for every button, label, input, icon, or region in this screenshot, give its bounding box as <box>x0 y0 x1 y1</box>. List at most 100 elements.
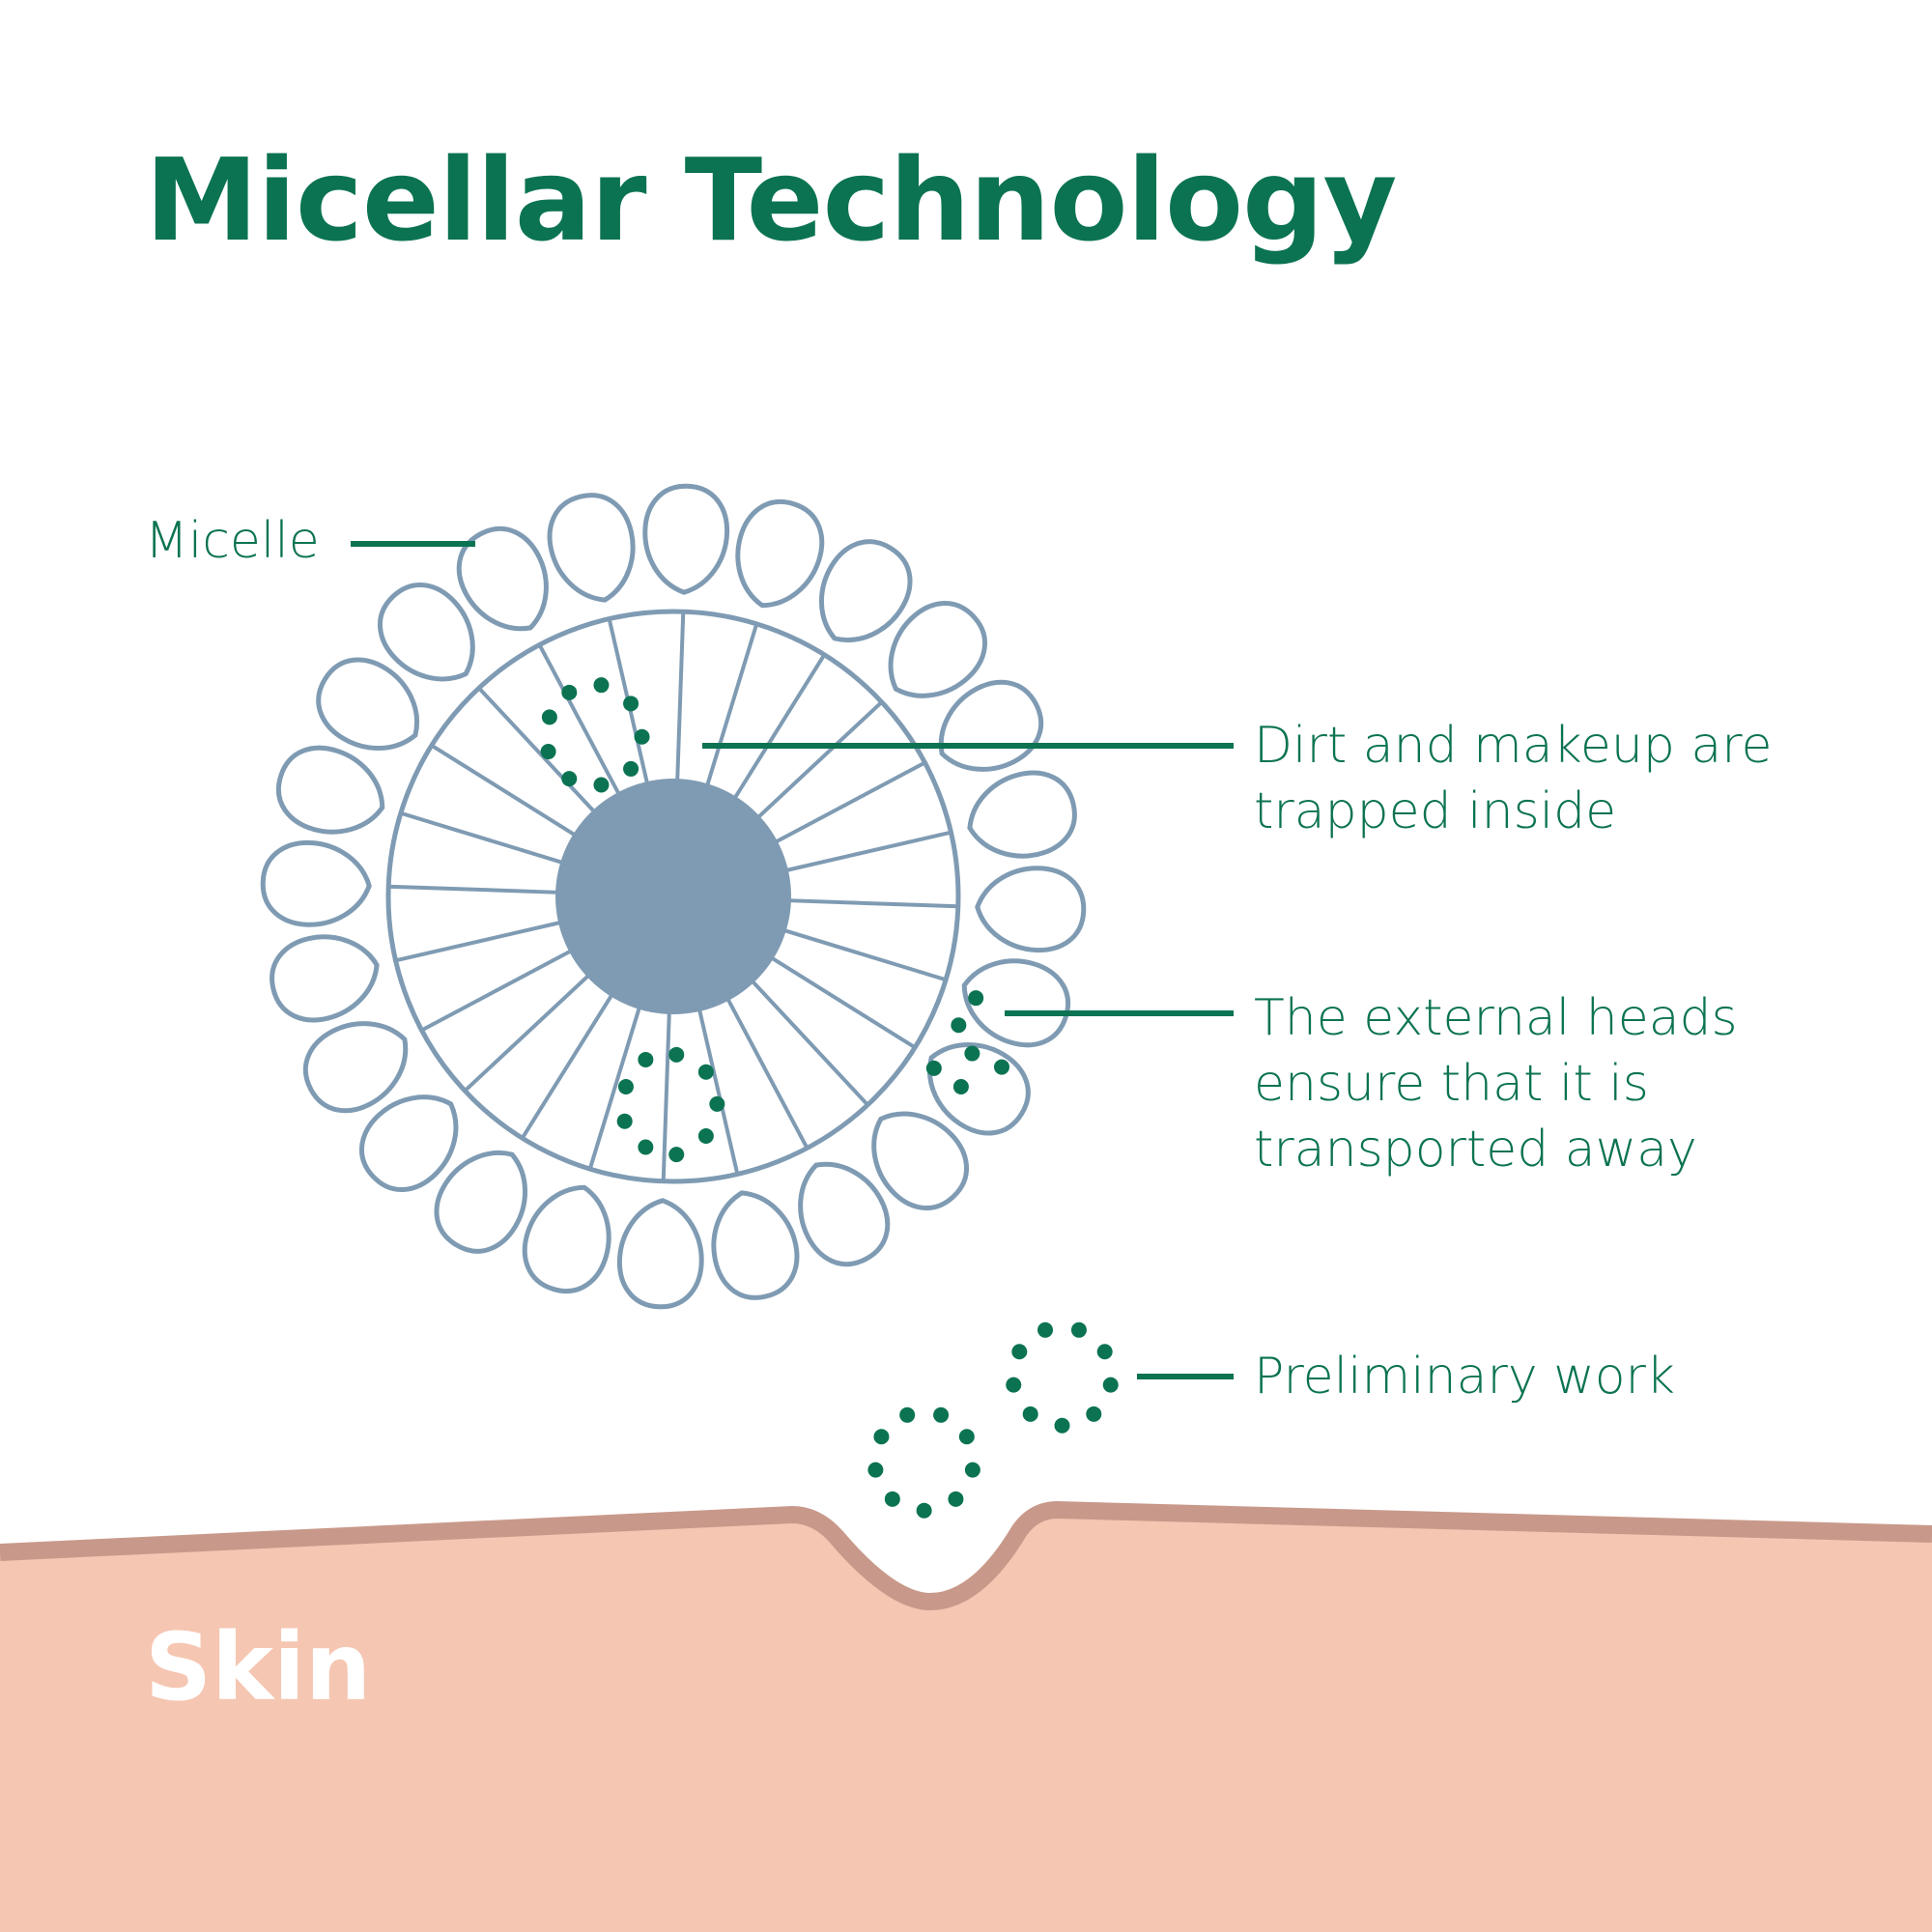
dirt-dot <box>873 1429 890 1445</box>
micelle-head <box>711 1190 800 1300</box>
micelle-head <box>798 1161 891 1267</box>
micelle-head <box>975 866 1087 953</box>
dirt-dot <box>1086 1406 1102 1422</box>
heads-label-line: transported away <box>1254 1121 1697 1179</box>
micelle-tail <box>785 830 952 872</box>
dirt-dot <box>593 777 610 793</box>
micelle-tail <box>537 643 621 795</box>
micelle-tail <box>697 1009 740 1175</box>
micelle-tail <box>420 949 572 1033</box>
micelle-tail <box>756 700 884 819</box>
skin-label: Skin <box>145 1613 372 1721</box>
micelle-head <box>547 493 636 603</box>
dirt-label-line: Dirt and makeup are <box>1254 717 1773 775</box>
dirt-dot <box>709 1095 725 1112</box>
micelle-tail <box>705 623 759 786</box>
dirt-dot <box>540 744 556 760</box>
micelle-head <box>818 539 913 642</box>
dirt-dot <box>948 1491 964 1507</box>
micelle-tail <box>661 1011 671 1181</box>
page-title: Micellar Technology <box>145 133 1397 267</box>
dirt-dot <box>634 728 650 745</box>
micelle-tail <box>751 980 869 1107</box>
dirt-dot <box>952 1079 969 1094</box>
dirt-dot <box>697 1128 714 1145</box>
micelle-head <box>871 1111 969 1211</box>
skin-edge <box>0 1500 1932 1611</box>
micelle-label: Micelle <box>145 512 320 570</box>
dirt-dot <box>884 1491 900 1507</box>
micelle-head <box>358 1094 459 1192</box>
micelle <box>260 483 1087 1310</box>
dirt-dot <box>638 1139 654 1155</box>
micelle-tail <box>395 921 561 963</box>
micelle-head <box>961 958 1070 1048</box>
micelle-tail <box>770 955 917 1050</box>
micelle-tail <box>520 993 614 1140</box>
dirt-dot <box>561 771 578 787</box>
micelle-core <box>555 779 791 1014</box>
dirt-dot <box>1096 1344 1113 1360</box>
dirt-dot <box>623 696 639 712</box>
dirt-dot <box>697 1064 714 1080</box>
micelle-head <box>888 601 988 698</box>
dirt-dot <box>1011 1344 1028 1360</box>
dirt-dot <box>593 677 610 694</box>
micelle-tail <box>430 743 577 838</box>
micelle-head <box>642 483 730 595</box>
dirt-dot <box>951 1017 967 1034</box>
micelle-inner-ring <box>385 609 961 1184</box>
dirt-dot <box>899 1406 916 1423</box>
dirt-dot <box>668 1147 685 1163</box>
micelle-head <box>456 526 549 632</box>
dirt-dot <box>968 990 984 1007</box>
micelle-tail <box>587 1007 641 1170</box>
dirt-dot <box>561 684 578 700</box>
micelle-head <box>302 1021 409 1114</box>
micelle-head <box>276 745 385 835</box>
micelle-tail <box>477 686 596 813</box>
micelle-head <box>967 770 1077 859</box>
micelle-tail <box>388 884 558 895</box>
dirt-dot <box>867 1462 884 1478</box>
micelle-head <box>735 499 825 609</box>
dirt-dot <box>638 1051 654 1067</box>
dirt-dot <box>668 1046 685 1063</box>
preliminary-label: Preliminary work <box>1254 1348 1676 1406</box>
micelle-tail <box>788 898 958 909</box>
dirt-dot <box>1054 1417 1070 1434</box>
micelle-head <box>378 582 475 682</box>
skin-layer <box>0 1500 1932 1932</box>
micelle-head <box>434 1151 528 1254</box>
dirt-dot <box>964 1462 980 1478</box>
heads-label: The external heads ensure that it is tra… <box>1254 985 1738 1182</box>
dirt-dot <box>925 1060 942 1076</box>
micelle-head <box>616 1198 704 1310</box>
heads-label-line: The external heads <box>1254 989 1738 1047</box>
micelle-head <box>522 1184 611 1293</box>
dirt-dot <box>1006 1377 1022 1393</box>
dirt-dot <box>993 1059 1009 1075</box>
micelle-tail <box>725 998 810 1150</box>
dirt-dot <box>541 709 557 725</box>
micelle-tail <box>400 810 563 865</box>
micelle-tail <box>783 928 947 982</box>
leader-lines <box>351 541 1234 1379</box>
micelle-tail <box>463 974 590 1093</box>
micelle-head <box>260 839 372 927</box>
skin-surface <box>0 1510 1932 1932</box>
dirt-dot <box>958 1429 975 1445</box>
dirt-label: Dirt and makeup are trapped inside <box>1254 713 1773 844</box>
dirt-dot <box>617 1079 634 1094</box>
micelle-head <box>270 934 380 1023</box>
dirt-dot <box>616 1113 633 1129</box>
dirt-dot <box>933 1406 950 1423</box>
dirt-dots <box>540 677 1119 1519</box>
dirt-label-line: trapped inside <box>1254 782 1617 840</box>
dirt-dot <box>964 1045 980 1062</box>
dirt-dot <box>916 1502 932 1519</box>
micelle-tail <box>732 653 827 800</box>
micelle-head <box>316 657 419 752</box>
